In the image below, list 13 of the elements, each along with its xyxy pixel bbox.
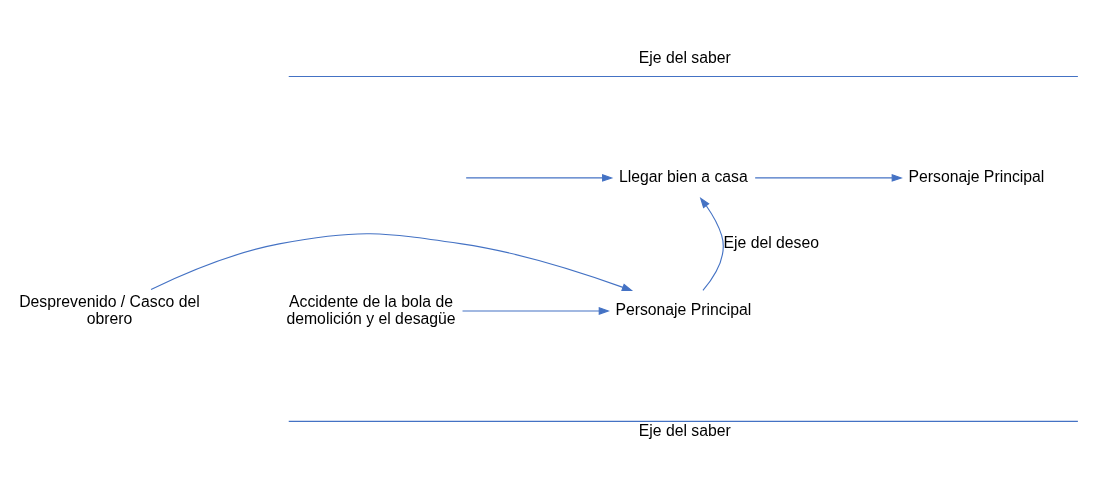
edge-label: Eje del deseo [723, 233, 820, 251]
arrow [699, 196, 724, 291]
arrow [465, 173, 614, 182]
arrow [150, 232, 634, 291]
node-text: Llegar bien a casa [618, 167, 748, 185]
node-text: Personaje Principal [615, 300, 752, 318]
node-text: Desprevenido / Casco del obrero [19, 292, 200, 327]
node-text: Personaje Principal [908, 167, 1045, 185]
arrow [754, 173, 903, 182]
arrow [461, 306, 610, 315]
label: Eje del saber [638, 48, 731, 66]
label: Eje del saber [638, 421, 731, 439]
node-text: Accidente de la bola de demolición y el desagüe [286, 292, 456, 327]
